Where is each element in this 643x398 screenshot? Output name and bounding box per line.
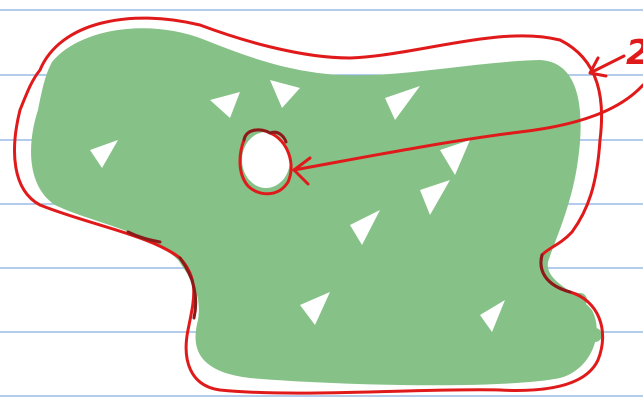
scribble-stroke bbox=[210, 330, 595, 335]
scribble-stroke bbox=[50, 120, 570, 130]
scribble-stroke bbox=[80, 200, 550, 210]
scribble-stroke bbox=[220, 362, 570, 365]
scribble-stroke bbox=[200, 240, 545, 245]
boundary-label: 2 bbox=[626, 33, 643, 73]
